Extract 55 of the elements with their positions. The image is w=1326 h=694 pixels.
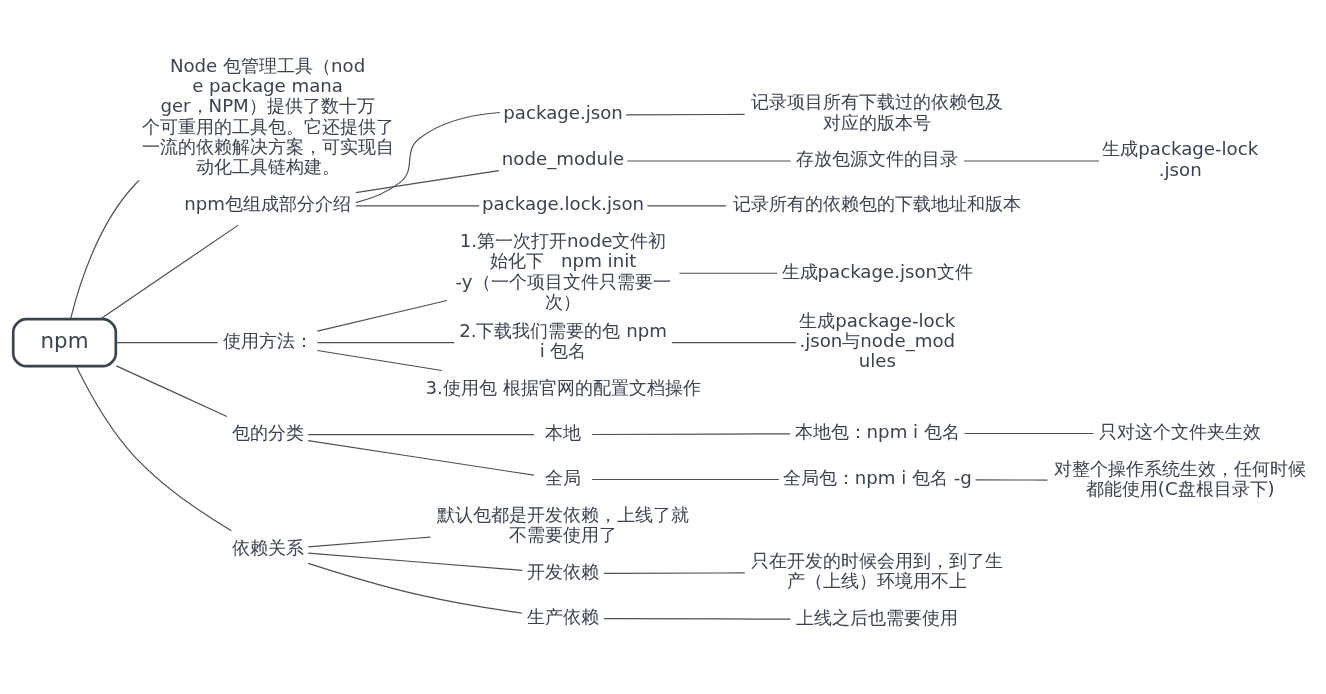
- node-box: npm: [11, 317, 118, 368]
- node-text: 存放包源文件的目录: [796, 147, 959, 169]
- node-text: Node 包管理工具（node package manager，NPM）提供了数十万个可重用的工具包。它还提供了一流的依赖解决方案，可实现自动化工具链构建。: [141, 54, 394, 177]
- node-text: 上线之后也需要使用: [796, 606, 959, 628]
- connector: [355, 111, 501, 203]
- node-text: 本地包：npm i 包名: [794, 420, 960, 442]
- connector: [603, 617, 791, 620]
- connector: [307, 439, 535, 476]
- connector: [603, 571, 746, 574]
- node-text: 依赖关系: [231, 536, 304, 558]
- node-text: 全局: [545, 466, 582, 488]
- connector: [115, 364, 228, 417]
- connector: [355, 169, 500, 193]
- connector: [316, 299, 448, 332]
- node-text: 生成package-lock.json与node_modules: [799, 309, 956, 371]
- node-text: 记录所有的依赖包的下载地址和版本: [733, 192, 1022, 214]
- node-text: 2.下载我们需要的包 npm i 包名: [459, 319, 667, 361]
- node-text: 本地: [545, 421, 582, 443]
- connector: [355, 204, 480, 206]
- connector: [316, 349, 443, 371]
- node-text: 默认包都是开发依赖，上线了就不需要使用了: [437, 503, 690, 545]
- connector: [591, 478, 780, 480]
- connector: [625, 113, 746, 115]
- node-text: 3.使用包 根据官网的配置文档操作: [425, 376, 701, 398]
- connector: [99, 224, 239, 320]
- connector: [975, 478, 1049, 481]
- connector: [115, 341, 219, 343]
- node-text: package.json: [503, 101, 623, 123]
- connector: [307, 552, 523, 571]
- node-text: package.lock.json: [482, 192, 645, 214]
- node-text: 只在开发的时候会用到，到了生产（上线）环境用不上: [751, 549, 1004, 591]
- connector: [307, 433, 535, 435]
- node-text: 1.第一次打开node文件初始化下 npm init -y（一个项目文件只需要一次）: [455, 229, 671, 312]
- node-text: 使用方法：: [222, 329, 313, 351]
- connector: [671, 341, 797, 343]
- connector: [591, 432, 791, 435]
- node-text: 包的分类: [231, 421, 304, 443]
- connector: [307, 562, 523, 614]
- connector: [678, 272, 778, 274]
- connector: [963, 432, 1095, 434]
- connector: [70, 179, 140, 320]
- node-text: 开发依赖: [527, 560, 600, 582]
- node-text: 生产依赖: [527, 605, 600, 627]
- node-text: 记录项目所有下载过的依赖包及对应的版本号: [751, 90, 1004, 133]
- connector: [307, 536, 431, 547]
- node-text: node_module: [501, 147, 625, 169]
- connector: [316, 341, 455, 343]
- node-text: 对整个操作系统生效，任何时候都能使用(C盘根目录下): [1054, 457, 1307, 499]
- node-text: 生成package-lock.json: [1102, 137, 1259, 180]
- node-text: 全局包：npm i 包名 -g: [782, 466, 972, 488]
- node-text: 只对这个文件夹生效: [1099, 420, 1262, 442]
- connector: [646, 204, 727, 206]
- node-text: 生成package.json文件: [781, 260, 974, 282]
- connector: [75, 365, 232, 531]
- node-text: npm包组成部分介绍: [184, 192, 351, 214]
